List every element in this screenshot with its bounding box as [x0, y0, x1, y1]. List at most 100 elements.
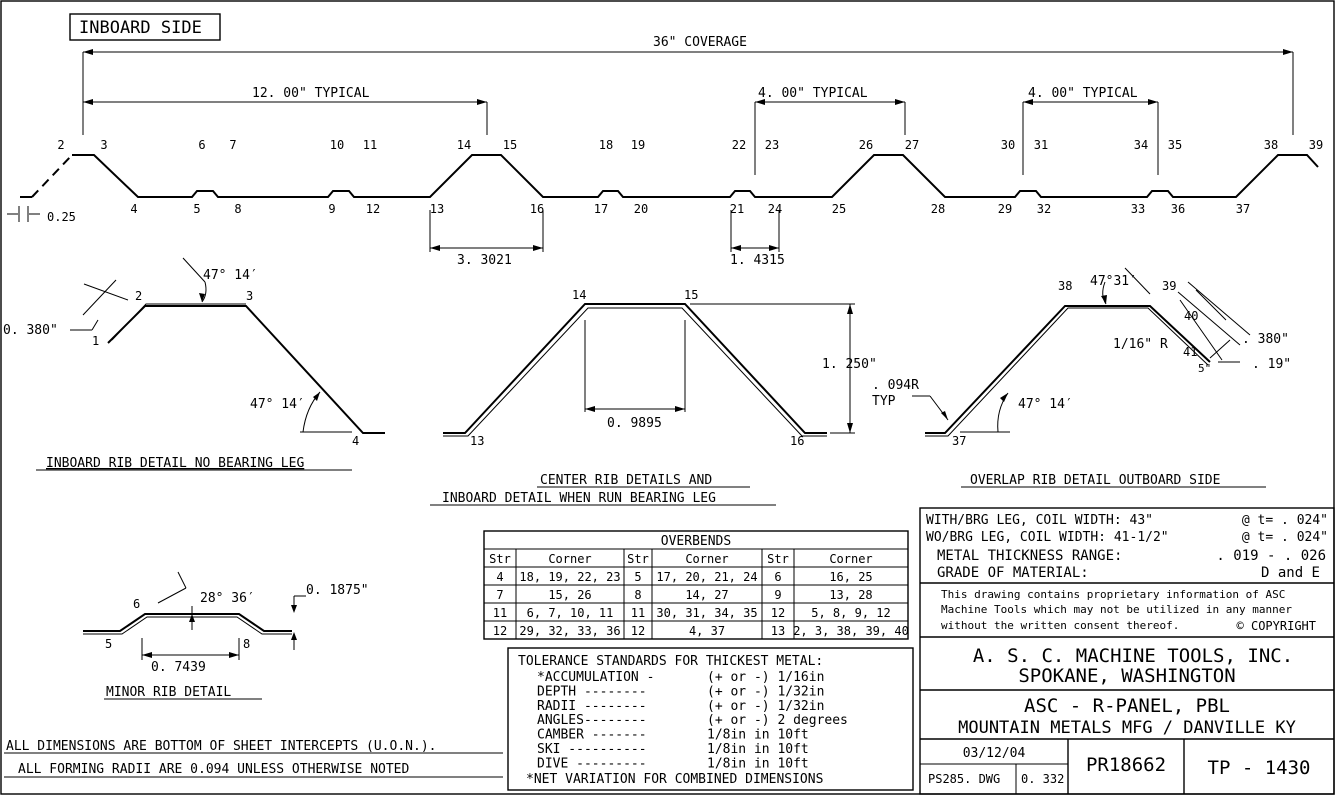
overbends-cell: 6, 7, 10, 11 — [527, 606, 614, 620]
overbends-cell: 12 — [771, 606, 785, 620]
profile-point-label: 36 — [1171, 202, 1185, 216]
inboard-side-box — [69, 13, 221, 41]
profile-point-label: 23 — [765, 138, 779, 152]
overbends-cell: 17, 20, 21, 24 — [656, 570, 757, 584]
minor-rib-detail: 28° 36′ 6 5 8 0. 1875" 0. 7439 MINOR RIB… — [83, 571, 369, 700]
profile-point-label: 3 — [100, 138, 107, 152]
profile-point-label: 29 — [998, 202, 1012, 216]
center-rib-detail: 14 15 13 16 1. 250" 0. 9895 CENTER RIB D… — [430, 288, 877, 506]
overlap-radius: . 094R — [872, 378, 919, 393]
overbends-cell: 4 — [496, 570, 503, 584]
center-point-13: 13 — [470, 434, 484, 448]
minor-point-8: 8 — [243, 637, 250, 651]
copyright-label: © COPYRIGHT — [1237, 619, 1316, 633]
typical-4b-label: 4. 00" TYPICAL — [1028, 86, 1138, 101]
profile-point-label: 11 — [363, 138, 377, 152]
overbends-cell: 18, 19, 22, 23 — [519, 570, 620, 584]
overbends-header: Corner — [548, 552, 591, 566]
tolerance-value: (+ or -) 1/32in — [707, 699, 824, 714]
profile-point-label: 19 — [631, 138, 645, 152]
overbends-cell: 5 — [634, 570, 641, 584]
overlap-angle-top: 47°31′ — [1090, 274, 1137, 289]
overbends-cell: 13 — [771, 624, 785, 638]
profile-point-label: 10 — [330, 138, 344, 152]
tolerance-value: 1/8in in 10ft — [707, 756, 809, 771]
title-block: WITH/BRG LEG, COIL WIDTH: 43" @ t= . 024… — [919, 507, 1335, 795]
drawing-scale: 0. 332 — [1021, 772, 1064, 786]
minor-point-5: 5 — [105, 637, 112, 651]
overbends-cell: 2, 3, 38, 39, 40 — [793, 624, 909, 638]
minor-point-6: 6 — [133, 597, 140, 611]
grade-label: GRADE OF MATERIAL: — [937, 565, 1089, 581]
inboard-angle-bottom: 47° 14′ — [250, 397, 305, 412]
center-height-dim: 1. 250" — [822, 357, 877, 372]
coil2-thickness: @ t= . 024" — [1242, 530, 1328, 545]
profile-point-label: 17 — [594, 202, 608, 216]
tolerance-value: (+ or -) 2 degrees — [707, 713, 848, 728]
inboard-angle-top: 47° 14′ — [203, 268, 258, 283]
tolerance-value: 1/8in in 10ft — [707, 742, 809, 757]
minor-angle: 28° 36′ — [200, 591, 255, 606]
center-point-15: 15 — [684, 288, 698, 302]
tp-number: TP - 1430 — [1208, 757, 1311, 779]
inboard-point-4: 4 — [352, 434, 359, 448]
center-point-16: 16 — [790, 434, 804, 448]
note-line-1: ALL DIMENSIONS ARE BOTTOM OF SHEET INTER… — [6, 739, 436, 754]
profile-line — [72, 154, 1319, 198]
profile-point-label: 27 — [905, 138, 919, 152]
overlap-dim-19: . 19" — [1252, 357, 1291, 372]
company-location: SPOKANE, WASHINGTON — [1018, 665, 1235, 687]
profile-point-label: 25 — [832, 202, 846, 216]
minor-depth: 0. 1875" — [306, 583, 369, 598]
profile-point-label: 21 — [730, 202, 744, 216]
profile-point-label: 14 — [457, 138, 471, 152]
minor-width: 0. 7439 — [151, 660, 206, 675]
profile-point-label: 22 — [732, 138, 746, 152]
product-name: ASC - R-PANEL, PBL — [1024, 695, 1230, 717]
coil1-label: WITH/BRG LEG, COIL WIDTH: 43" — [926, 513, 1153, 528]
coil2-label: WO/BRG LEG, COIL WIDTH: 41-1/2" — [926, 530, 1169, 545]
tolerance-footer: *NET VARIATION FOR COMBINED DIMENSIONS — [526, 772, 823, 787]
profile-point-label: 6 — [198, 138, 205, 152]
typical-12-label: 12. 00" TYPICAL — [252, 86, 370, 101]
center-width-dim: 0. 9895 — [607, 416, 662, 431]
profile-point-label: 4 — [130, 202, 137, 216]
drawing-date: 03/12/04 — [963, 746, 1026, 761]
overlap-dim-380: . 380" — [1242, 332, 1289, 347]
profile-point-label: 9 — [328, 202, 335, 216]
overlap-dim-5: 5" — [1198, 362, 1211, 375]
tolerance-value: 1/8in in 10ft — [707, 728, 809, 743]
overbends-cell: 29, 32, 33, 36 — [519, 624, 620, 638]
profile-point-label: 35 — [1168, 138, 1182, 152]
thickness-value: . 019 - . 026 — [1216, 548, 1326, 564]
inboard-point-1: 1 — [92, 334, 99, 348]
profile-point-label: 20 — [634, 202, 648, 216]
profile-point-label: 31 — [1034, 138, 1048, 152]
profile-point-label: 39 — [1309, 138, 1323, 152]
overlap-radius-small: 1/16" R — [1113, 337, 1168, 352]
thickness-label: METAL THICKNESS RANGE: — [937, 548, 1122, 564]
profile-point-label: 28 — [931, 202, 945, 216]
minor-rib-title: MINOR RIB DETAIL — [106, 685, 231, 700]
overbends-cell: 11 — [493, 606, 507, 620]
overbends-header: Str — [489, 552, 511, 566]
inboard-point-3: 3 — [246, 289, 253, 303]
dim-4315-label: 1. 4315 — [730, 253, 785, 268]
profile-point-label: 38 — [1264, 138, 1278, 152]
profile-point-label: 2 — [57, 138, 64, 152]
profile-point-label: 18 — [599, 138, 613, 152]
overbends-header: Corner — [829, 552, 872, 566]
inboard-rib-title: INBOARD RIB DETAIL NO BEARING LEG — [46, 456, 304, 471]
overbends-cell: 11 — [631, 606, 645, 620]
company-name: A. S. C. MACHINE TOOLS, INC. — [973, 645, 1293, 667]
overlap-typ: TYP — [872, 394, 896, 409]
overlap-rib-title: OVERLAP RIB DETAIL OUTBOARD SIDE — [970, 473, 1220, 488]
center-point-14: 14 — [572, 288, 586, 302]
tolerance-value: (+ or -) 1/16in — [707, 670, 824, 685]
overbends-cell: 7 — [496, 588, 503, 602]
overbends-header: Str — [767, 552, 789, 566]
profile-point-label: 8 — [234, 202, 241, 216]
dwg-filename: PS285. DWG — [928, 772, 1000, 786]
